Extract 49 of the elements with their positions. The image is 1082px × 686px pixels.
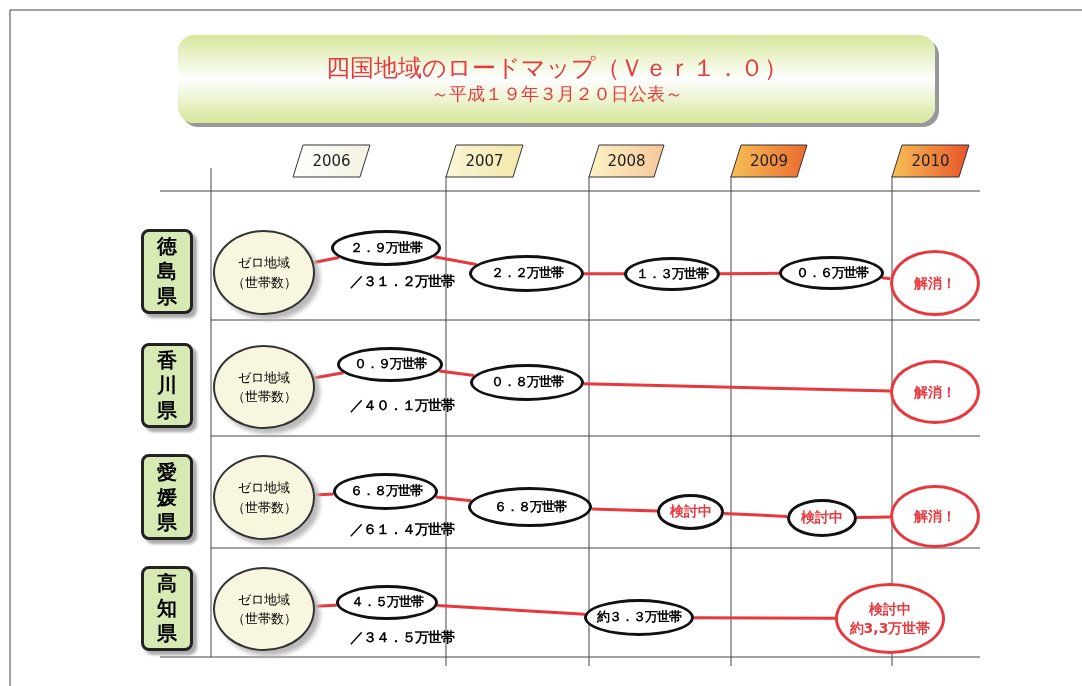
year-tag: 2009 xyxy=(731,145,807,177)
goal-ellipse: 解消！ xyxy=(890,250,980,316)
connector-line xyxy=(435,495,472,503)
value-ellipse: ２．９万世帯 xyxy=(331,230,441,266)
value-ellipse: ６．８万世帯 xyxy=(468,487,592,527)
prefecture-label: 高知県 xyxy=(141,566,193,651)
prefecture-label: 香川県 xyxy=(141,343,193,428)
zero-area-circle: ゼロ地域（世帯数） xyxy=(213,230,315,315)
value-ellipse: 約３．３万世帯 xyxy=(584,599,694,636)
value-ellipse: １．３万世帯 xyxy=(624,257,720,291)
connector-line xyxy=(694,616,835,620)
subtitle-text: ～平成１９年３月２０日公表～ xyxy=(430,82,683,105)
year-tag: 2010 xyxy=(892,145,969,177)
household-total-text: ／３１．２万世帯 xyxy=(350,273,454,291)
connector-line xyxy=(437,604,585,616)
household-total-text: ／４０．１万世帯 xyxy=(350,397,454,415)
zero-area-circle: ゼロ地域（世帯数） xyxy=(213,345,315,429)
value-ellipse: ０．８万世帯 xyxy=(470,364,584,401)
title-text: 四国地域のロードマップ（Ｖｅｒ１．０） xyxy=(325,53,788,83)
connector-line xyxy=(719,271,780,276)
goal-ellipse: 解消！ xyxy=(890,485,980,548)
connector-line xyxy=(723,512,788,518)
year-tag: 2008 xyxy=(589,145,664,177)
prefecture-label: 愛媛県 xyxy=(141,454,193,540)
year-tag: 2006 xyxy=(293,145,370,177)
connector-line xyxy=(439,369,475,378)
connector-line xyxy=(584,272,624,276)
connector-line xyxy=(313,371,344,380)
year-tag: 2007 xyxy=(446,145,523,177)
value-ellipse: ０．９万世帯 xyxy=(337,347,443,382)
value-ellipse: ０．６万世帯 xyxy=(779,256,884,290)
prefecture-label: 徳島県 xyxy=(141,229,193,314)
connector-line xyxy=(856,515,891,520)
value-ellipse: ４．５万世帯 xyxy=(336,585,438,620)
goal-ellipse: 検討中 約3,3万世帯 xyxy=(835,583,945,654)
zero-area-circle: ゼロ地域（世帯数） xyxy=(213,567,315,651)
value-ellipse: ６．８万世帯 xyxy=(333,473,438,510)
household-total-text: ／６１．４万世帯 xyxy=(350,521,454,539)
connector-line xyxy=(591,507,658,513)
connector-line xyxy=(314,492,334,497)
connector-line xyxy=(314,603,337,608)
status-ellipse: 検討中 xyxy=(657,494,724,530)
household-total-text: ／３４．５万世帯 xyxy=(350,629,454,647)
value-ellipse: ２．２万世帯 xyxy=(469,255,584,292)
connector-line xyxy=(313,255,340,264)
goal-ellipse: 解消！ xyxy=(890,360,980,424)
zero-area-circle: ゼロ地域（世帯数） xyxy=(213,455,315,540)
status-ellipse: 検討中 xyxy=(787,499,857,537)
connector-line xyxy=(583,382,891,393)
